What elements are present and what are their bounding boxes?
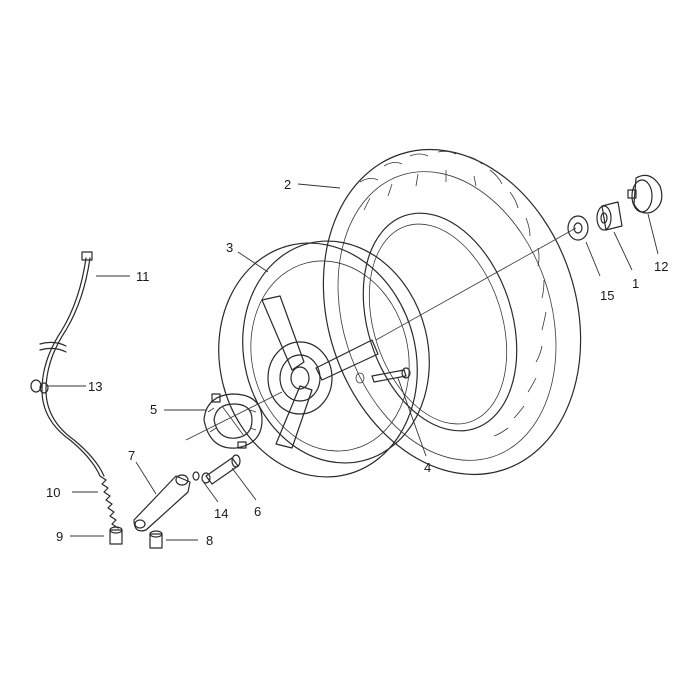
- bolt-8: [149, 530, 163, 549]
- leader-lines: [48, 183, 659, 541]
- brake-cable: [39, 251, 105, 477]
- callout-6: 6: [254, 504, 261, 519]
- cable-clip: [30, 379, 49, 394]
- callout-9: 9: [56, 529, 63, 544]
- brake-cam: [192, 454, 241, 485]
- callout-1: 1: [632, 276, 639, 291]
- callout-labels: 2 3 4 5 6 14 7 8 9 10 11 13 15 1 12: [46, 177, 668, 548]
- callout-8: 8: [206, 533, 213, 548]
- callout-11: 11: [136, 269, 150, 284]
- tyre: [322, 148, 582, 476]
- callout-14: 14: [214, 506, 228, 521]
- callout-13: 13: [88, 379, 102, 394]
- bolt-9: [109, 526, 123, 545]
- washer-15: [567, 215, 589, 241]
- tread-pattern: [359, 150, 547, 437]
- brake-lever: [133, 474, 191, 532]
- rim: [218, 240, 430, 478]
- callout-10: 10: [46, 485, 60, 500]
- hub-cap-12: [627, 174, 663, 214]
- callout-12: 12: [654, 259, 668, 274]
- callout-5: 5: [150, 402, 157, 417]
- callout-7: 7: [128, 448, 135, 463]
- axle-line: [375, 227, 577, 341]
- spring: [99, 475, 119, 529]
- brake-shoes: [203, 393, 263, 449]
- callout-4: 4: [424, 460, 431, 475]
- washer: [192, 471, 200, 481]
- axle-line-front: [185, 391, 283, 441]
- valve: [371, 367, 411, 383]
- callout-2: 2: [284, 177, 291, 192]
- spacer-1: [596, 201, 623, 231]
- callout-15: 15: [600, 288, 614, 303]
- callout-3: 3: [226, 240, 233, 255]
